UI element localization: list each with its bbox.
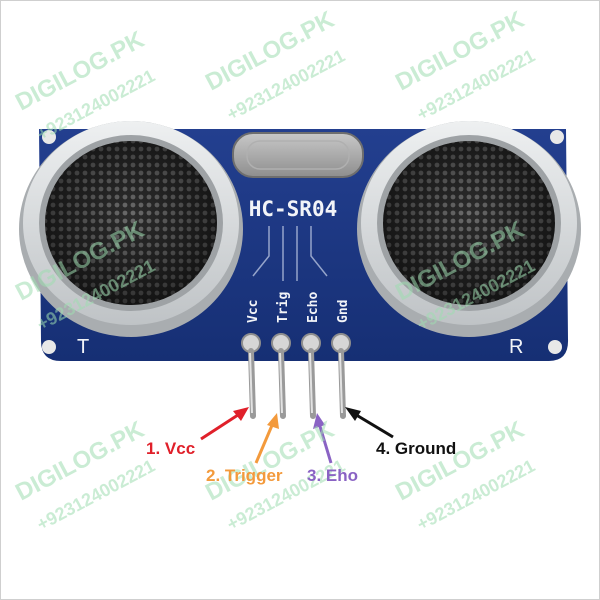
side-label-receiver: R (509, 336, 523, 358)
arrow-ground (345, 407, 394, 439)
mount-hole-bl (42, 340, 56, 354)
transmitter-transducer (19, 121, 243, 337)
crystal-oscillator (232, 132, 364, 178)
callout-echo: 3. Eho (307, 466, 359, 485)
model-label: HC-SR04 (249, 197, 338, 221)
pin-label-trig: Trig (276, 292, 291, 323)
pin-label-gnd: Gnd (336, 300, 351, 323)
arrow-trigger (254, 413, 279, 464)
pin-header (241, 333, 351, 353)
callout-ground: 4. Ground (376, 439, 457, 458)
side-label-transmitter: T (77, 336, 89, 358)
receiver-transducer (357, 121, 581, 337)
mount-hole-tl (42, 130, 56, 144)
mount-hole-tr (550, 130, 564, 144)
callout-vcc: 1. Vcc (146, 439, 196, 458)
silkscreen-lines (252, 226, 328, 281)
pin-label-vcc: Vcc (246, 300, 261, 323)
mount-hole-br (548, 340, 562, 354)
arrow-echo (313, 413, 333, 464)
callout-trigger: 2. Trigger (206, 466, 283, 485)
pin-label-echo: Echo (306, 292, 321, 323)
arrow-vcc (200, 407, 249, 441)
